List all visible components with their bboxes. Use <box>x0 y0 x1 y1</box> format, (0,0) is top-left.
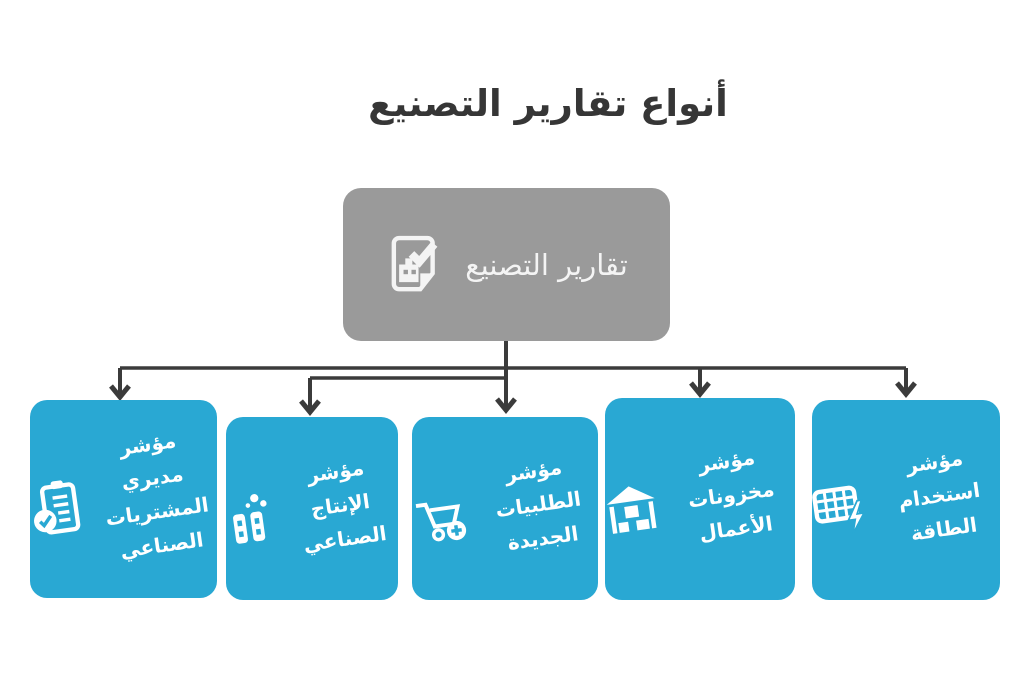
clipboard-check-icon <box>27 476 87 542</box>
node-new-orders: مؤشر الطلبيات الجديدة <box>412 417 598 600</box>
node-industrial-pmi: مؤشر مديري المشتريات الصناعي <box>30 400 217 598</box>
cart-plus-icon <box>409 487 472 547</box>
arrowhead-2 <box>299 399 321 416</box>
factory-icon <box>223 487 276 548</box>
root-node-label: تقارير التصنيع <box>465 247 628 282</box>
arrowhead-4 <box>689 381 711 398</box>
node-label-energy-usage: مؤشر استخدام الطاقة <box>896 445 982 546</box>
energy-grid-icon <box>809 479 872 540</box>
arrowhead-5 <box>895 381 917 398</box>
node-label-industrial-pmi: مؤشر مديري المشتريات الصناعي <box>103 428 211 563</box>
node-label-business-inventories: مؤشر مخزونات الأعمال <box>686 445 776 546</box>
arrowhead-1 <box>109 384 131 401</box>
node-energy-usage: مؤشر استخدام الطاقة <box>812 400 1000 600</box>
arrowhead-3 <box>495 397 517 414</box>
node-business-inventories: مؤشر مخزونات الأعمال <box>605 398 795 600</box>
warehouse-icon <box>602 479 661 538</box>
page-title: أنواع تقارير التصنيع <box>368 82 729 125</box>
node-label-industrial-production: مؤشر الإنتاج الصناعي <box>301 455 389 556</box>
root-node-manufacturing-reports: تقارير التصنيع <box>343 188 670 341</box>
node-industrial-production: مؤشر الإنتاج الصناعي <box>226 417 398 600</box>
node-label-new-orders: مؤشر الطلبيات الجديدة <box>493 454 583 555</box>
report-check-icon <box>385 231 445 298</box>
